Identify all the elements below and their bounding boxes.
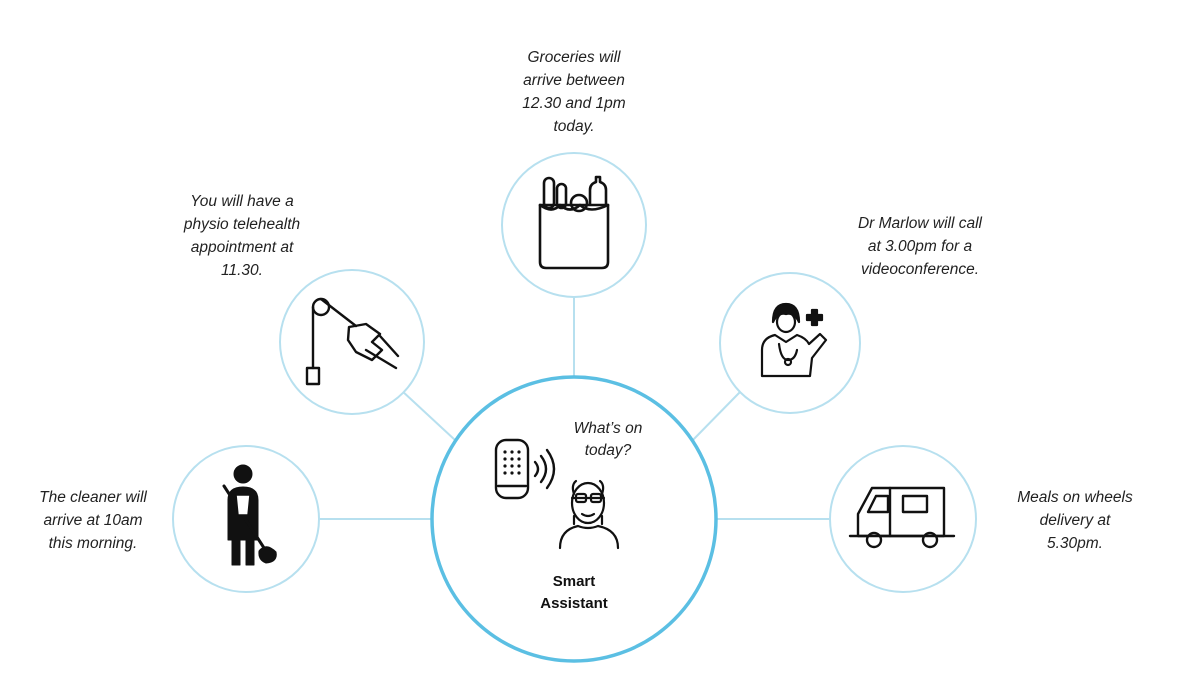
connectors bbox=[320, 297, 830, 520]
doctor-icon bbox=[760, 302, 828, 378]
node-circles bbox=[172, 152, 977, 593]
assistant-question: What’s on today? bbox=[573, 420, 643, 459]
caption-physio: You will have a physio telehealth appoin… bbox=[183, 193, 301, 279]
caption-meals: Meals on wheels delivery at 5.30pm. bbox=[1017, 489, 1133, 552]
caption-doctor: Dr Marlow will call at 3.00pm for a vide… bbox=[857, 215, 982, 278]
connector-doctor bbox=[689, 391, 741, 444]
cleaner-icon bbox=[222, 464, 277, 566]
caption-groceries: Groceries will arrive between 12.30 and … bbox=[522, 49, 626, 135]
center-label-line1: Smart bbox=[552, 573, 596, 590]
caption-cleaner: The cleaner will arrive at 10am this mor… bbox=[39, 489, 147, 552]
node-circle-doctor bbox=[719, 272, 861, 414]
physio-pulley-icon bbox=[305, 297, 400, 386]
speaker-grille bbox=[503, 450, 521, 475]
connector-physio bbox=[400, 389, 456, 441]
center-label-line2: Assistant bbox=[540, 595, 608, 612]
node-circle-meals bbox=[829, 445, 977, 593]
smart-speaker-icon bbox=[494, 438, 556, 500]
delivery-van-icon bbox=[848, 486, 956, 549]
elderly-man-icon bbox=[558, 479, 620, 550]
grocery-bag-icon bbox=[538, 175, 610, 270]
node-circle-groceries bbox=[501, 152, 647, 298]
node-circle-physio bbox=[279, 269, 425, 415]
